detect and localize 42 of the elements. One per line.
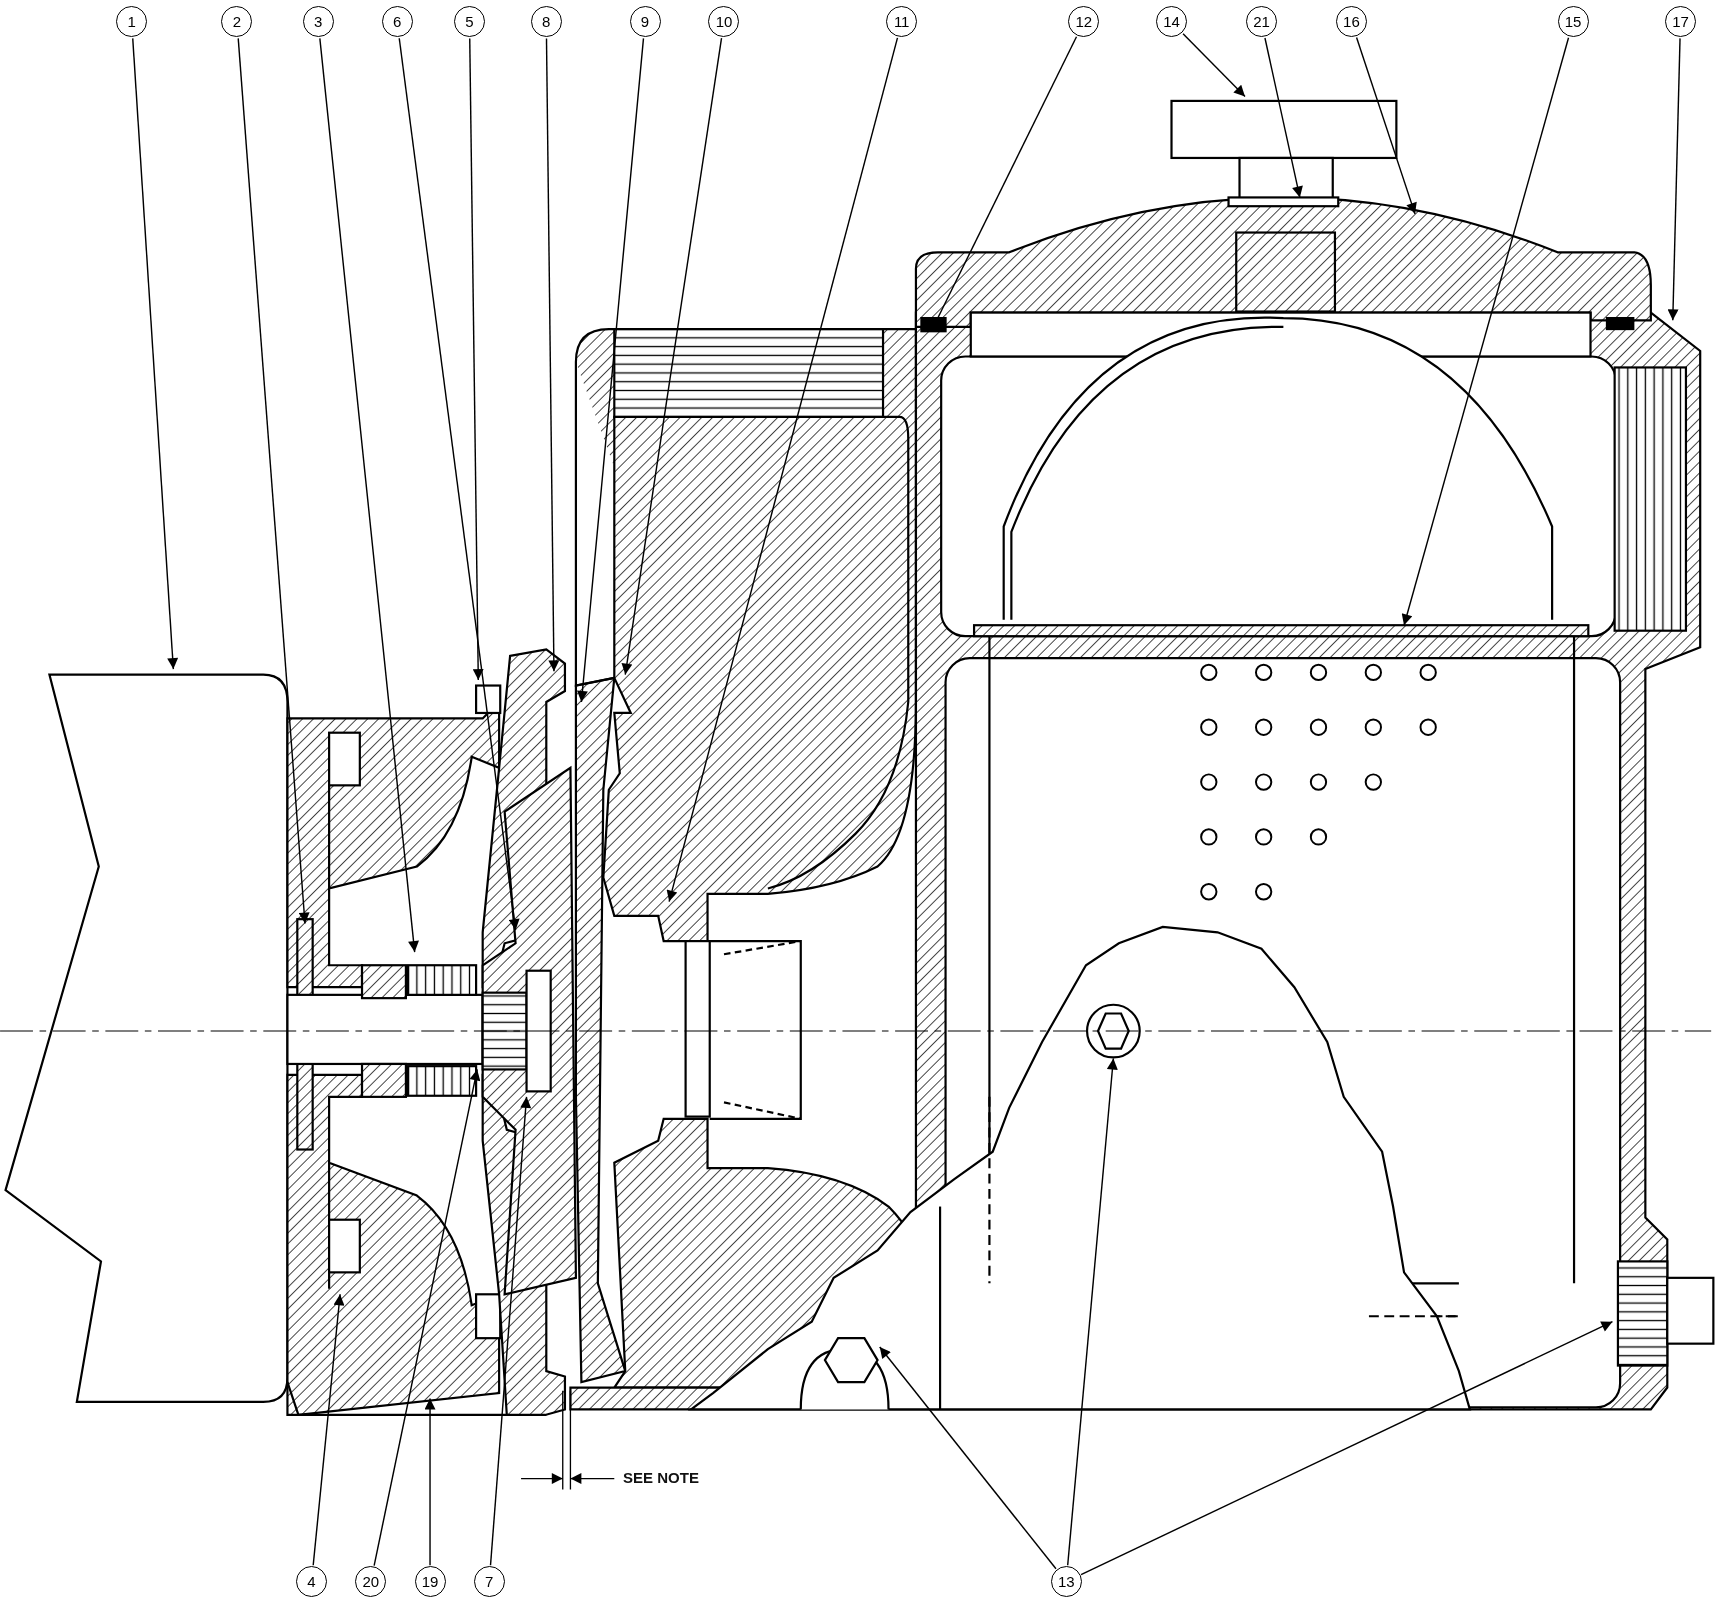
leader-line — [1080, 1321, 1614, 1576]
callout-number: 3 — [302, 6, 334, 38]
leader-line — [319, 37, 419, 953]
callout-number: 2 — [221, 6, 253, 38]
callout-number: 17 — [1665, 6, 1696, 38]
callout-number: 1 — [116, 6, 148, 38]
callout-number: 21 — [1245, 6, 1277, 38]
leader-line — [1667, 37, 1681, 321]
callout-number: 9 — [629, 6, 661, 38]
callout-number: 7 — [473, 1566, 505, 1598]
callout-number: 15 — [1557, 6, 1589, 38]
leader-line — [237, 37, 310, 925]
leader-line — [621, 37, 723, 676]
leader-line — [373, 1068, 481, 1567]
callout-number: 4 — [296, 1566, 327, 1598]
leader-line — [424, 1397, 436, 1566]
callout-number: 6 — [381, 6, 413, 38]
leader-line — [1355, 36, 1417, 215]
callout-number: 19 — [414, 1566, 446, 1598]
leader-line — [576, 37, 645, 703]
callout-number: 10 — [708, 6, 740, 38]
leader-line — [469, 37, 484, 681]
leader-line — [1182, 32, 1246, 98]
callout-number: 5 — [454, 6, 485, 38]
callout-number: 12 — [1068, 6, 1100, 38]
leader-line — [545, 37, 560, 672]
leader-line — [1264, 37, 1303, 199]
callout-number: 13 — [1050, 1566, 1082, 1598]
note-text: SEE NOTE — [623, 1468, 699, 1486]
callout-number: 16 — [1335, 6, 1367, 38]
leader-line — [489, 1096, 532, 1566]
callout-number: 8 — [530, 6, 562, 38]
leader-line — [666, 37, 899, 903]
callout-number: 14 — [1156, 6, 1187, 38]
leader-line — [1401, 37, 1570, 626]
leader-line — [1066, 1057, 1118, 1566]
leader-line — [312, 1293, 345, 1566]
callout-number: 20 — [355, 1566, 387, 1598]
leader-line — [879, 1346, 1057, 1570]
leader-line — [132, 37, 179, 670]
leader-line — [398, 37, 520, 931]
callout-number: 11 — [886, 6, 918, 38]
